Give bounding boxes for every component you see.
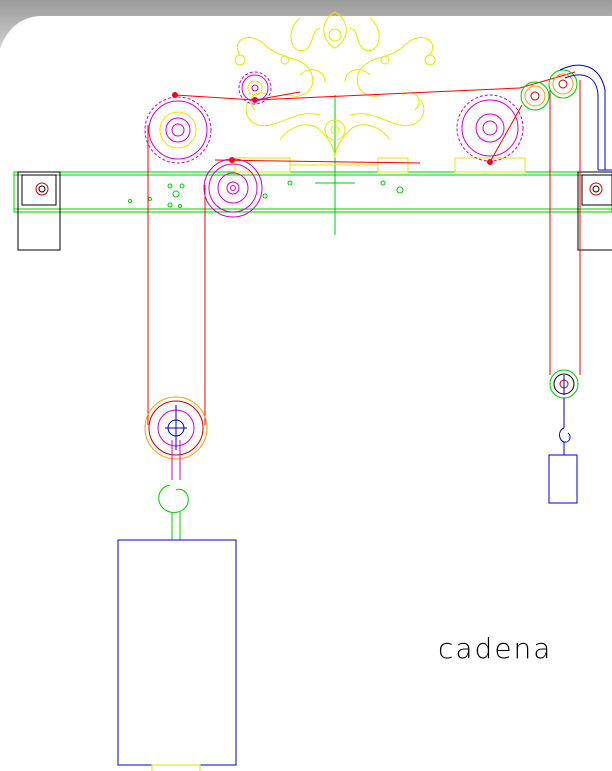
drive-gear-icon xyxy=(456,94,524,162)
clock-ornament-icon xyxy=(234,11,526,173)
idler-pulley-icon xyxy=(520,69,578,111)
drive-gear-icon xyxy=(144,96,212,164)
chain-guide xyxy=(559,64,606,170)
support-bracket-icon xyxy=(577,171,612,251)
support-bracket-icon xyxy=(17,171,61,251)
movable-pulley-icon xyxy=(549,369,579,428)
hook-icon xyxy=(158,484,189,540)
drawing-label: cadena xyxy=(438,632,552,665)
hook-icon xyxy=(559,427,571,455)
idler-pulley-icon xyxy=(203,158,263,218)
weight-block-icon xyxy=(548,454,578,504)
drive-gear-icon xyxy=(238,71,272,105)
movable-pulley-icon xyxy=(144,396,208,480)
weight-block-icon xyxy=(117,539,237,771)
